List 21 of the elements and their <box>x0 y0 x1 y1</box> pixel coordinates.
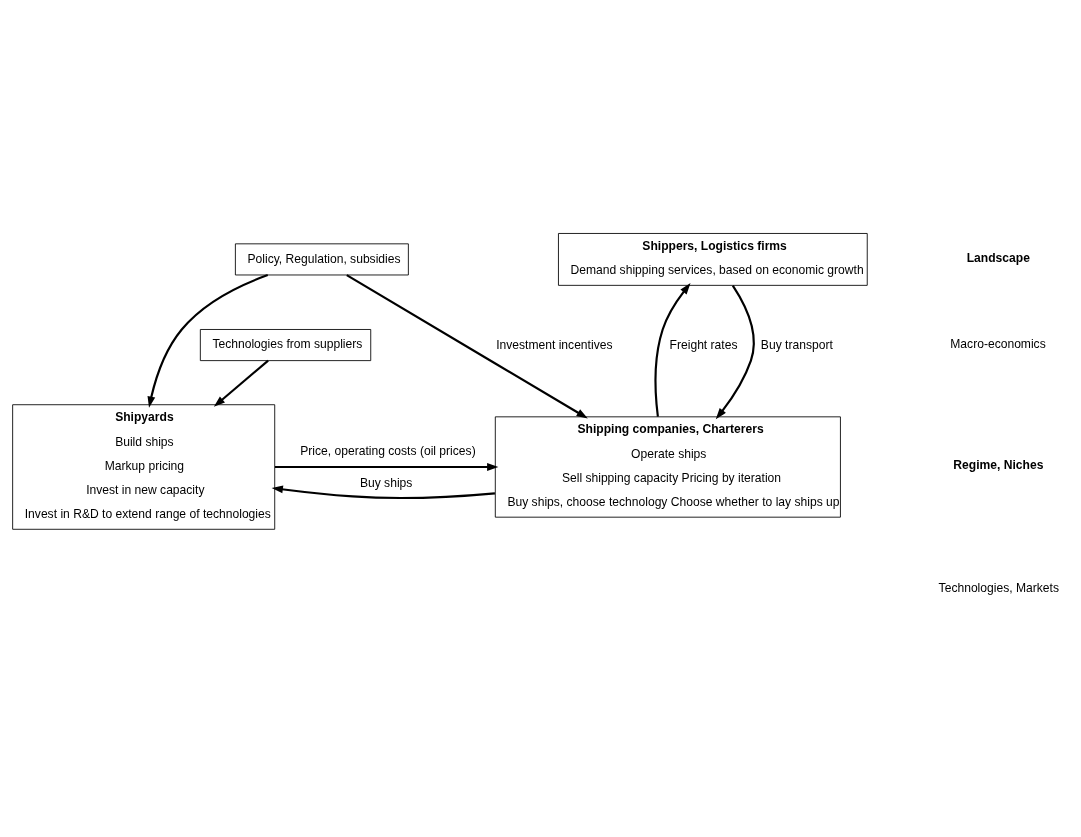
edge-label: Freight rates <box>669 337 738 352</box>
node-box: Policy, Regulation, subsidies <box>234 242 409 275</box>
edge-label: Buy ships <box>359 475 413 490</box>
arrow <box>715 284 755 419</box>
arrow <box>271 484 496 499</box>
arrow <box>213 359 269 407</box>
label: Landscape <box>966 250 1030 265</box>
edge-label: Buy transport <box>760 337 833 352</box>
label: Macro-economics <box>950 336 1046 351</box>
arrow <box>274 462 499 471</box>
node-box: Shipyards Build ships Markup pricing Invest in new capacity Invest in R&D to extend range of technologies <box>12 403 276 530</box>
label: Regime, Niches <box>953 457 1044 472</box>
node-box: Shipping companies, Charterers Operate ships Sell shipping capacity Pricing by iteration Buy ships, choose technology Choose whether to lay ships up <box>494 415 841 518</box>
node-box: Shippers, Logistics firms Demand shipping services, based on economic growth <box>558 232 868 286</box>
label: Technologies, Markets <box>938 580 1059 595</box>
node-box: Technologies from suppliers <box>199 328 372 361</box>
arrow <box>654 282 691 417</box>
arrow <box>346 273 588 418</box>
arrow <box>147 273 269 408</box>
edge-label: Price, operating costs (oil prices) <box>300 443 476 458</box>
edge-label: Investment incentives <box>496 337 613 352</box>
